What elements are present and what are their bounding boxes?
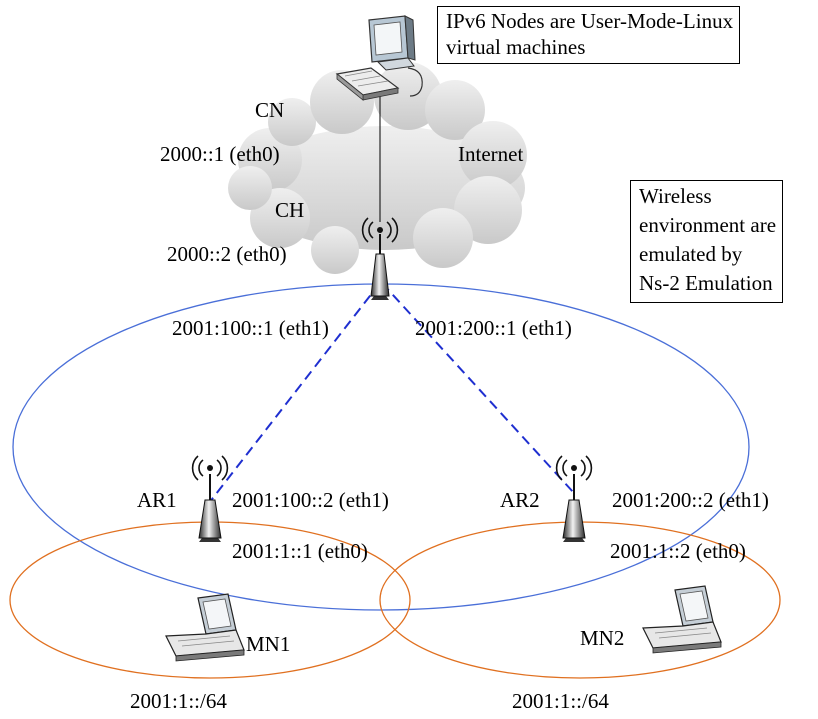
ar1-label: AR1 bbox=[137, 488, 177, 512]
internet-label: Internet bbox=[458, 142, 524, 166]
ch-ar1-link bbox=[208, 282, 381, 504]
ch-address-label: 2000::2 (eth0) bbox=[167, 242, 287, 266]
ar2-label: AR2 bbox=[500, 488, 540, 512]
ns2-note-line-3: emulated by bbox=[639, 242, 743, 266]
ar1-eth0-label: 2001:1::1 (eth0) bbox=[232, 539, 368, 563]
ar2-eth0-label: 2001:1::2 (eth0) bbox=[610, 539, 746, 563]
cn-label: CN bbox=[255, 98, 285, 122]
ns2-note-line-4: Ns-2 Emulation bbox=[639, 271, 773, 295]
ar2-antenna-icon bbox=[555, 455, 593, 542]
computer-icon bbox=[335, 15, 423, 101]
mn2-laptop-icon bbox=[642, 585, 722, 654]
ch-ar2-link bbox=[381, 282, 575, 494]
ch-eth1-left-label: 2001:100::1 (eth1) bbox=[172, 316, 329, 340]
internet-cloud-icon bbox=[228, 62, 527, 274]
ar1-antenna-icon bbox=[191, 455, 229, 542]
uml-note-box: IPv6 Nodes are User-Mode-Linux virtual m… bbox=[437, 6, 741, 64]
ns2-note-line-1: Wireless bbox=[639, 184, 712, 208]
ar2-eth1-label: 2001:200::2 (eth1) bbox=[612, 488, 769, 512]
prefix-left-label: 2001:1::/64 bbox=[130, 689, 227, 713]
mn1-laptop-icon bbox=[165, 593, 245, 662]
ns2-note-box: Wireless environment are emulated by Ns-… bbox=[630, 180, 784, 303]
ns2-note-line-2: environment are bbox=[639, 213, 777, 237]
ch-antenna-icon bbox=[361, 217, 399, 300]
uml-note-line-1: IPv6 Nodes are User-Mode-Linux bbox=[446, 9, 734, 33]
prefix-right-label: 2001:1::/64 bbox=[512, 689, 609, 713]
ch-eth1-right-label: 2001:200::1 (eth1) bbox=[415, 316, 572, 340]
cn-address-label: 2000::1 (eth0) bbox=[160, 142, 280, 166]
ar1-eth1-label: 2001:100::2 (eth1) bbox=[232, 488, 389, 512]
ch-label: CH bbox=[275, 198, 305, 222]
mn2-label: MN2 bbox=[580, 626, 625, 650]
mn1-label: MN1 bbox=[246, 632, 291, 656]
uml-note-line-2: virtual machines bbox=[446, 35, 586, 59]
